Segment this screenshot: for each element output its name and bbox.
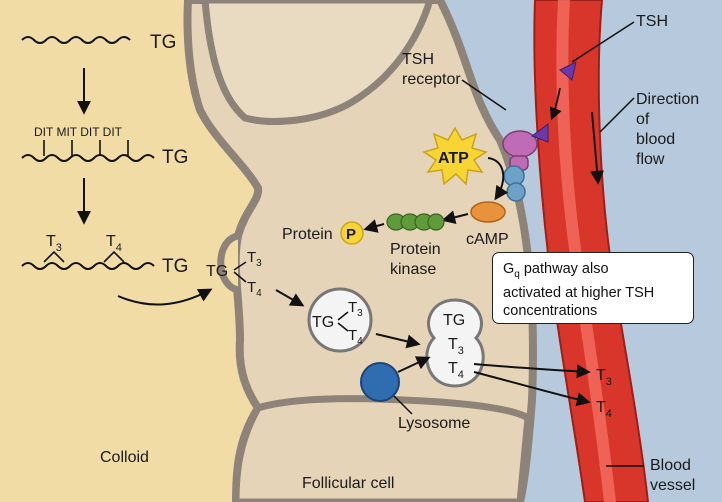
atp-label: ATP bbox=[438, 150, 469, 167]
arrow-endocytosis bbox=[117, 288, 213, 306]
lysosome bbox=[360, 362, 400, 402]
arrow-camp-kinase bbox=[441, 210, 469, 225]
phosphate-label: P bbox=[346, 226, 356, 243]
arrow-atp-camp bbox=[487, 157, 509, 201]
tsh-leader bbox=[571, 21, 635, 63]
tg-label-middle: TG bbox=[162, 147, 188, 168]
tg-chain-middle bbox=[21, 154, 155, 162]
tg-chain-bottom bbox=[21, 262, 155, 270]
t4-label-colloid: T4 bbox=[106, 233, 122, 254]
note-line-2: activated at higher TSH bbox=[503, 284, 655, 301]
neighbor-cell-bottom bbox=[232, 395, 532, 502]
protein-label: Protein bbox=[282, 226, 333, 243]
phosphate-badge bbox=[340, 221, 364, 245]
protein-kinase-label-line2: kinase bbox=[390, 261, 436, 278]
blood-vessel-highlight bbox=[556, 0, 616, 502]
tg-label-top: TG bbox=[150, 32, 176, 53]
protein-kinase-label-line1: Protein bbox=[390, 241, 441, 258]
arrow-kinase-protein bbox=[363, 219, 385, 233]
tsh-receptor-label-line1: TSH bbox=[402, 51, 434, 68]
arrow-t3-release bbox=[473, 363, 591, 379]
t3-label-colloid: T3 bbox=[46, 233, 62, 254]
blood-flow-arrow bbox=[590, 111, 605, 185]
neighbor-cell-top bbox=[201, 0, 434, 125]
vesicle-tg: TG bbox=[312, 314, 334, 331]
tsh-free bbox=[559, 61, 577, 81]
vesicle-t4-bond bbox=[337, 322, 349, 332]
phagolysosome bbox=[425, 298, 485, 388]
vesicle-t4: T4 bbox=[348, 327, 363, 347]
gq-pathway-note: Gq pathway also activated at higher TSH … bbox=[492, 252, 694, 324]
receptor-leader bbox=[461, 79, 507, 111]
hormone-bridges bbox=[43, 250, 125, 263]
phagolysosome-tg: TG bbox=[443, 312, 465, 329]
tg-t4-bond bbox=[233, 271, 247, 283]
direction-label-line3: blood bbox=[636, 131, 675, 148]
colloid-label: Colloid bbox=[100, 449, 149, 466]
camp-label: cAMP bbox=[466, 231, 509, 248]
arrow-t4-release bbox=[473, 371, 591, 407]
direction-label-line1: Direction bbox=[636, 91, 699, 108]
tsh-receptor-label-line2: receptor bbox=[402, 71, 461, 88]
dit-mit-labels: DIT MIT DIT DIT bbox=[34, 125, 123, 139]
tsh-receptor bbox=[502, 130, 538, 202]
phagolysosome-t4: T4 bbox=[448, 360, 464, 381]
iodotyrosine-ticks bbox=[43, 140, 129, 156]
arrow-to-vesicle bbox=[275, 289, 305, 307]
direction-label-line2: of bbox=[636, 111, 650, 128]
arrow-to-fusion bbox=[375, 333, 421, 349]
note-line-3: concentrations bbox=[503, 302, 598, 319]
direction-label-line4: flow bbox=[636, 151, 665, 168]
tg-endocytosed: TG bbox=[206, 263, 228, 280]
protein-kinase bbox=[386, 213, 445, 231]
note-line-1: Gq pathway also bbox=[503, 261, 609, 280]
atp-burst bbox=[422, 126, 488, 186]
arrow-lysosome-fusion bbox=[397, 356, 431, 373]
blood-vessel-label-line1: Blood bbox=[650, 457, 691, 474]
tg-label-bottom: TG bbox=[162, 256, 188, 277]
phagolysosome-t3: T3 bbox=[448, 336, 464, 357]
lysosome-leader bbox=[393, 395, 413, 415]
colloid-vesicle bbox=[307, 287, 373, 353]
follicular-cell-label: Follicular cell bbox=[302, 475, 394, 492]
tsh-label: TSH bbox=[636, 13, 668, 30]
blood-vessel-label-line2: vessel bbox=[650, 477, 695, 494]
t3-released: T3 bbox=[596, 367, 612, 388]
endocytosis-pocket bbox=[217, 232, 240, 294]
tsh-bound bbox=[530, 123, 549, 143]
tg-chain-top bbox=[21, 36, 131, 44]
arrow-tsh-binding bbox=[549, 87, 562, 121]
vesicle-t3: T3 bbox=[348, 299, 363, 319]
tg-t3-bond bbox=[233, 261, 247, 271]
t4-released: T4 bbox=[596, 399, 612, 420]
lysosome-label: Lysosome bbox=[398, 415, 470, 432]
t4-endocytosed: T4 bbox=[247, 279, 262, 299]
camp-molecule bbox=[470, 201, 506, 223]
t3-endocytosed: T3 bbox=[247, 249, 262, 269]
vesicle-t3-bond bbox=[337, 311, 349, 321]
flow-leader bbox=[599, 97, 635, 133]
